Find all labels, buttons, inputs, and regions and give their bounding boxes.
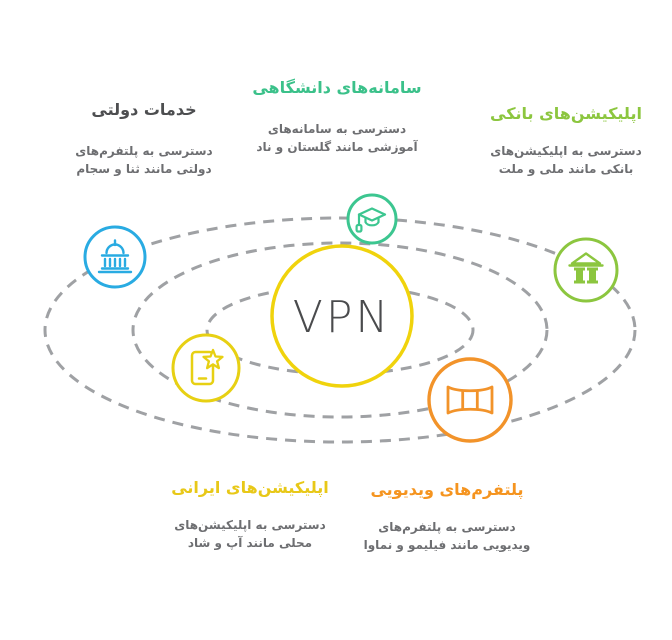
video-title: پلتفرم‌های ویدیویی	[370, 480, 524, 499]
iranian-description: دسترسی به اپلیکیشن‌های محلی مانند آپ و ش…	[174, 518, 326, 550]
section-uni: سامانه‌های دانشگاهی دسترسی به سامانه‌های…	[207, 76, 467, 156]
iranian-title: اپلیکیشن‌های ایرانی	[171, 478, 329, 497]
government-building-icon	[83, 225, 147, 289]
orbit-middle	[131, 241, 549, 419]
gov-description: دسترسی به پلتفرم‌های دولتی مانند ثنا و س…	[75, 144, 213, 176]
bank-description: دسترسی به اپلیکیشن‌های بانکی مانند ملی و…	[490, 144, 642, 176]
smartphone-star-icon	[171, 333, 241, 403]
orbit-outer	[43, 216, 637, 444]
uni-title: سامانه‌های دانشگاهی	[252, 78, 422, 97]
graduation-cap-icon	[346, 193, 398, 245]
uni-description: دسترسی به سامانه‌های آموزشی مانند گلستان…	[256, 122, 418, 154]
vpn-circle	[270, 244, 414, 388]
bank-icon	[553, 237, 619, 303]
video-description: دسترسی به پلتفرم‌های ویدیویی مانند فیلیم…	[363, 520, 531, 552]
section-bank: اپلیکیشن‌های بانکی دسترسی به اپلیکیشن‌ها…	[446, 102, 672, 178]
bank-title: اپلیکیشن‌های بانکی	[490, 104, 642, 123]
section-iranian: اپلیکیشن‌های ایرانی دسترسی به اپلیکیشن‌ه…	[130, 476, 370, 552]
vpn-label: VPN	[293, 292, 392, 343]
section-gov: خدمات دولتی دسترسی به پلتفرم‌های دولتی م…	[24, 98, 264, 178]
gov-title: خدمات دولتی	[91, 100, 197, 119]
panorama-icon	[427, 357, 513, 443]
section-video: پلتفرم‌های ویدیویی دسترسی به پلتفرم‌های …	[327, 478, 567, 554]
